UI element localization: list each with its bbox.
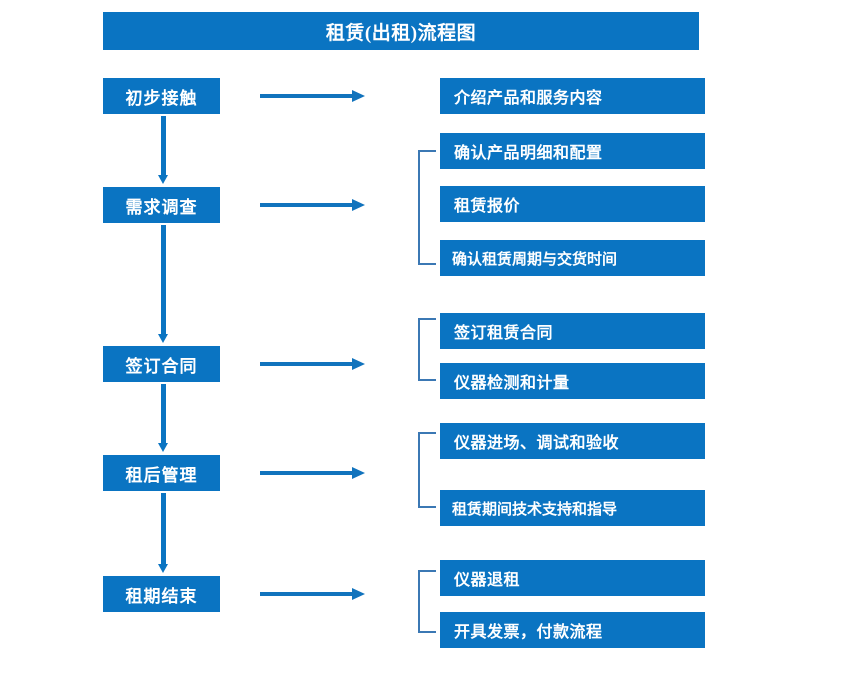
detail-box-g5-2[interactable]: 开具发票，付款流程: [440, 612, 705, 648]
detail-box-g5-1[interactable]: 仪器退租: [440, 560, 705, 596]
vertical-arrow-1-2: [158, 116, 169, 184]
detail-box-g4-1[interactable]: 仪器进场、调试和验收: [440, 423, 705, 459]
detail-box-g2-3[interactable]: 确认租赁周期与交货时间: [440, 240, 705, 276]
stage-box-4[interactable]: 租后管理: [103, 455, 220, 491]
group-bracket-3: [418, 318, 436, 381]
detail-box-g2-2[interactable]: 租赁报价: [440, 186, 705, 222]
detail-box-g4-2[interactable]: 租赁期间技术支持和指导: [440, 490, 705, 526]
detail-box-g2-1[interactable]: 确认产品明细和配置: [440, 133, 705, 169]
vertical-arrow-2-3: [158, 225, 169, 343]
detail-box-g3-1[interactable]: 签订租赁合同: [440, 313, 705, 349]
horizontal-arrow-3: [260, 358, 365, 370]
group-bracket-4: [418, 432, 436, 508]
group-bracket-5: [418, 570, 436, 633]
detail-box-g3-2[interactable]: 仪器检测和计量: [440, 363, 705, 399]
horizontal-arrow-2: [260, 199, 365, 211]
group-bracket-2: [418, 150, 436, 265]
stage-box-5[interactable]: 租期结束: [103, 576, 220, 612]
horizontal-arrow-4: [260, 467, 365, 479]
stage-box-2[interactable]: 需求调查: [103, 187, 220, 223]
horizontal-arrow-1: [260, 90, 365, 102]
horizontal-arrow-5: [260, 588, 365, 600]
stage-box-3[interactable]: 签订合同: [103, 346, 220, 382]
stage-box-1[interactable]: 初步接触: [103, 78, 220, 114]
page-title: 租赁(出租)流程图: [103, 12, 699, 50]
detail-box-g1-1[interactable]: 介绍产品和服务内容: [440, 78, 705, 114]
vertical-arrow-3-4: [158, 384, 169, 452]
vertical-arrow-4-5: [158, 493, 169, 573]
